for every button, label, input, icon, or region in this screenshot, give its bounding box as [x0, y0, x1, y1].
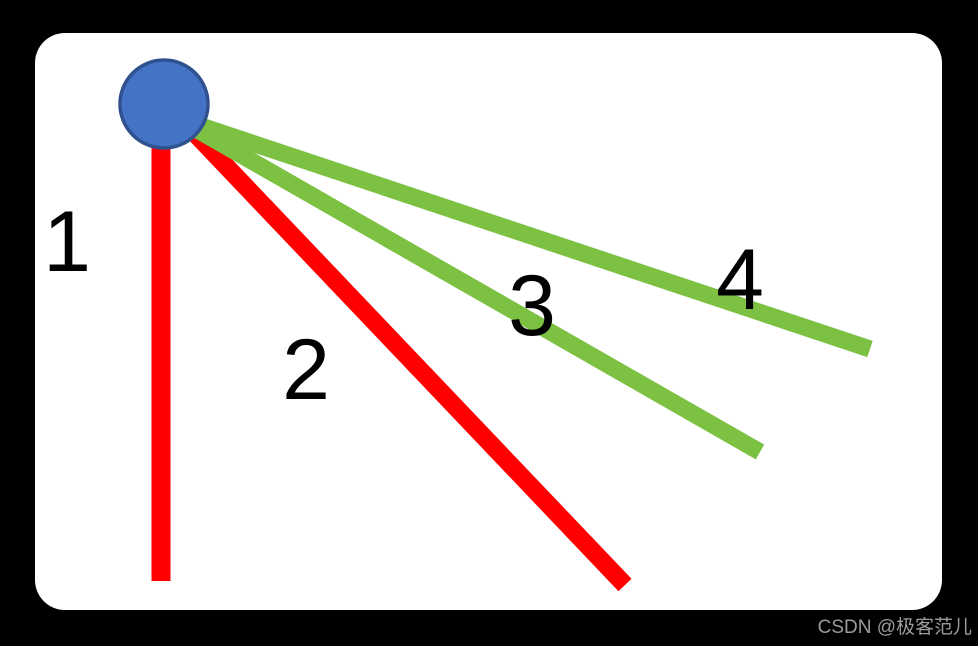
edge-line-2 [179, 117, 632, 592]
edge-label-2: 2 [282, 322, 330, 418]
edge-line-3 [189, 120, 765, 460]
watermark: CSDN @极客范儿 [818, 616, 972, 638]
edge-label-3: 3 [508, 258, 556, 354]
edge-line-4 [192, 115, 873, 358]
edge-label-4: 4 [716, 232, 764, 328]
graph-node [118, 58, 210, 150]
whiteboard-panel [35, 33, 942, 610]
edge-label-1: 1 [43, 194, 91, 290]
